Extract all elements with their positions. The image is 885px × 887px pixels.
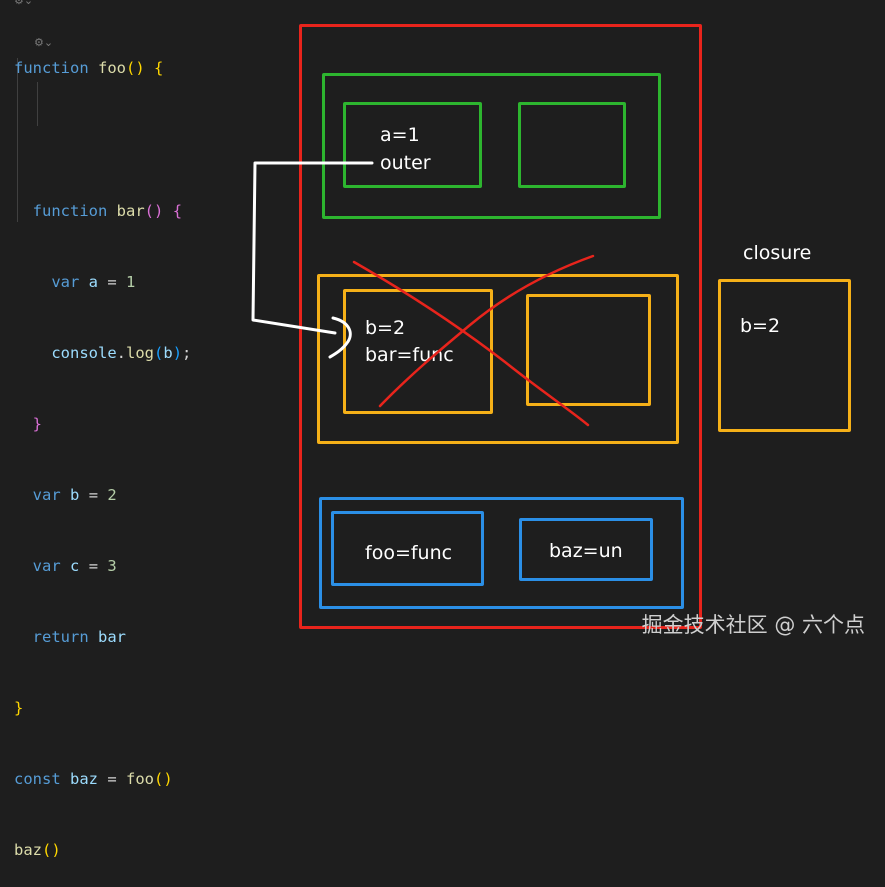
code-token [14,628,33,646]
code-token [145,59,154,77]
code-token: foo [126,770,155,789]
code-token: () [126,59,145,78]
code-line: var b = 2 [14,484,191,508]
code-token [14,202,33,220]
code-token: ; [182,343,192,362]
code-token: { [154,59,164,78]
code-token: 3 [107,557,117,576]
code-token [89,59,98,77]
code-line: function foo() { [14,57,191,81]
bar-variable-env [343,102,482,188]
code-token: () [154,770,173,789]
code-token: 1 [126,272,136,291]
code-token [61,557,70,575]
code-token: . [116,343,126,362]
code-line: const baz = foo() [14,768,191,792]
codelens-hint-icon: ⚙⌄ [14,0,34,7]
bar-scope-a: a=1 [380,124,420,146]
code-line: function bar() { [14,200,191,224]
code-line: console.log(b); [14,342,191,366]
codelens-spacer [14,129,191,153]
code-line: baz() [14,839,191,863]
closure-title: closure [743,242,812,264]
code-token [107,202,116,220]
code-line: } [14,413,191,437]
global-execution-context [319,497,684,609]
code-token: 2 [107,485,117,504]
code-token: bar [116,201,145,220]
bar-scope-outer: outer [380,152,431,174]
code-token: b [163,343,173,362]
code-token: a [88,272,99,291]
code-token: baz [70,770,99,789]
code-token: } [14,699,24,718]
code-token [14,415,33,433]
global-lexical-env [519,518,653,581]
bar-lexical-env [518,102,626,188]
closure-value: b=2 [740,315,781,337]
foo-scope-b: b=2 [365,317,406,339]
code-token [61,770,70,788]
code-token: var [32,485,61,504]
code-token: ) [172,343,183,362]
code-token [79,273,88,291]
foo-lexical-env [526,294,651,406]
bar-execution-context [322,73,661,219]
code-token: var [51,272,80,291]
foo-scope-bar: bar=func [365,344,454,366]
code-token: foo [98,59,126,78]
code-token: () [144,201,164,220]
code-token: ( [154,343,164,362]
watermark: 掘金技术社区 @ 六个点 [641,613,865,637]
code-token: bar [98,628,127,647]
code-block: function foo() { function bar() { var a … [14,10,191,887]
code-token [14,344,51,362]
global-foo: foo=func [365,542,453,564]
code-token [14,273,51,291]
global-baz: baz=un [549,540,623,562]
code-token [163,202,172,220]
code-token: return [32,628,89,647]
code-line: } [14,697,191,721]
code-token: console [51,343,117,362]
code-token: function [14,59,89,78]
closure-box [718,279,851,432]
code-token [89,628,98,646]
code-token: var [32,557,61,576]
indent-guide [17,58,18,222]
global-variable-env [331,511,484,586]
code-token: } [32,414,43,433]
indent-guide-inner [37,82,38,126]
code-token: b [70,485,80,504]
code-token: log [126,343,154,362]
code-token: () [42,841,61,860]
code-token: { [172,201,183,220]
code-token [61,486,70,504]
code-token [14,557,33,575]
code-token: baz [14,841,42,860]
code-token: = [79,485,108,504]
code-line: var c = 3 [14,555,191,579]
codelens-hint-icon: ⚙⌄ [34,36,54,49]
code-token [14,486,33,504]
code-token: function [32,201,108,220]
code-token: c [70,557,80,576]
code-token: = [98,272,127,291]
code-token: = [79,557,108,576]
code-line: var a = 1 [14,271,191,295]
code-token: = [98,770,127,789]
code-line: return bar [14,626,191,650]
code-token: const [14,770,61,789]
